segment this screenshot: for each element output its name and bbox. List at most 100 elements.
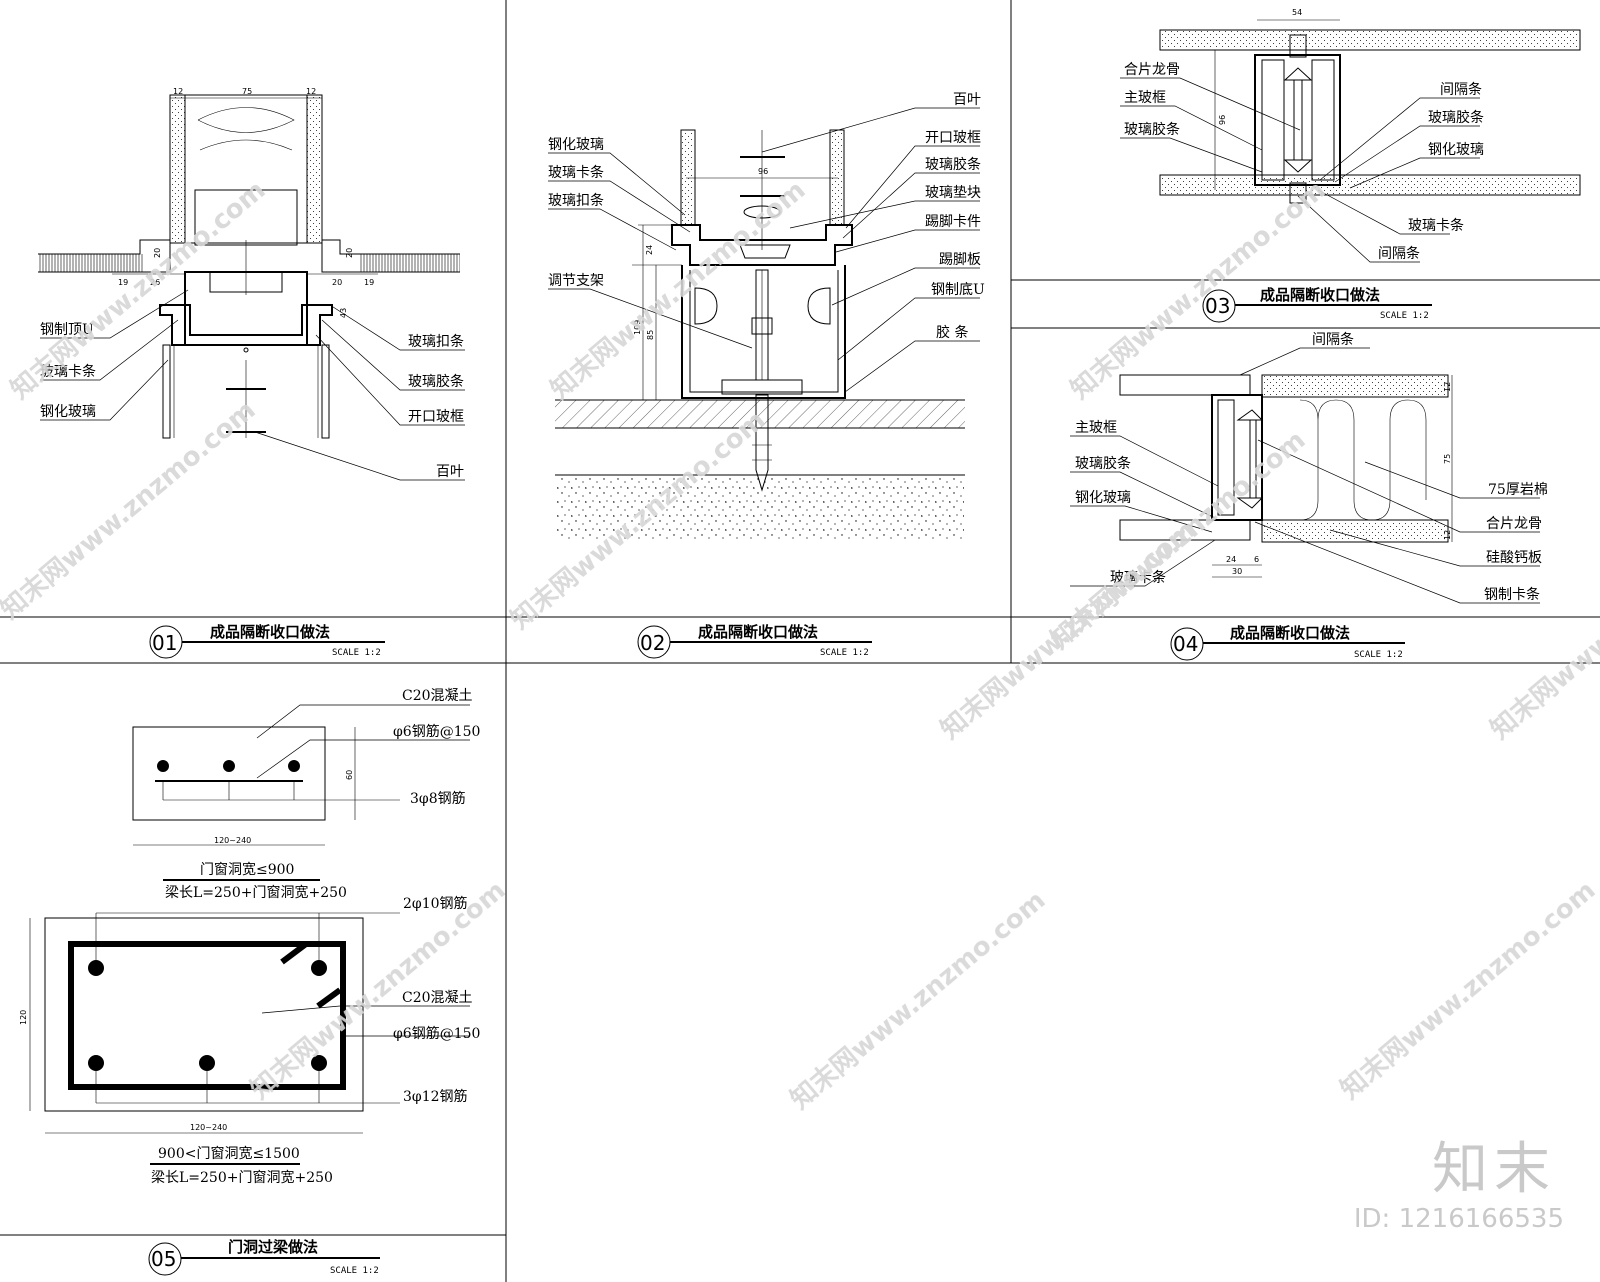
p04-number: 04 xyxy=(1173,632,1198,656)
p03-label-7: 玻璃卡条 xyxy=(1408,217,1464,234)
p03-dim-1: 54 xyxy=(1292,8,1302,17)
p03-label-8: 间隔条 xyxy=(1378,245,1420,262)
p05-b2-caption-2: 梁长L=250+门窗洞宽+250 xyxy=(151,1169,333,1186)
p04-label-5: 75厚岩棉 xyxy=(1488,481,1548,498)
p02-label-6: 玻璃扣条 xyxy=(548,192,604,209)
p05-b1-label-2: φ6钢筋@150 xyxy=(393,723,480,740)
p01-label-4: 玻璃扣条 xyxy=(408,333,464,350)
p03-label-3: 玻璃胶条 xyxy=(1124,121,1180,138)
watermark-text: 知末网www.znzmo.com xyxy=(785,885,1051,1115)
p04-dim-1: 12 xyxy=(1443,382,1452,392)
brand-logo: 知末 xyxy=(1432,1137,1556,1202)
p01-dim-4: 20 xyxy=(153,248,162,258)
p03-label-4: 间隔条 xyxy=(1440,81,1482,98)
p04-dim-3: 12 xyxy=(1443,530,1452,540)
p02-dim-2: 24 xyxy=(645,245,654,255)
p01-dim-2: 75 xyxy=(242,87,252,96)
p01-dim-10: 43 xyxy=(339,308,348,318)
p04-label-6: 合片龙骨 xyxy=(1486,516,1542,532)
p02-number: 02 xyxy=(640,631,665,655)
p01-label-2: 玻璃卡条 xyxy=(40,363,96,380)
p05-b2-label-3: φ6钢筋@150 xyxy=(393,1025,480,1042)
p04-dim-2: 75 xyxy=(1443,454,1452,464)
p02-dim-4: 85 xyxy=(646,330,655,340)
p03-label-6: 钢化玻璃 xyxy=(1428,141,1484,158)
p04-label-7: 硅酸钙板 xyxy=(1486,550,1542,566)
p04-label-4: 钢化玻璃 xyxy=(1075,489,1131,506)
p01-dim-3: 12 xyxy=(306,87,316,96)
p03-scale: SCALE 1:2 xyxy=(1380,311,1429,321)
p02-label-1: 百叶 xyxy=(953,92,981,108)
p05-b1-label-3: 3φ8钢筋 xyxy=(410,790,466,807)
p02-title: 成品隔断收口做法 xyxy=(698,623,818,641)
p02-scale: SCALE 1:2 xyxy=(820,648,869,658)
p05-b1-caption-1: 门窗洞宽≤900 xyxy=(200,861,294,878)
image-id: ID: 1216166535 xyxy=(1353,1204,1564,1234)
p05-b1-label-1: C20混凝土 xyxy=(402,688,473,704)
p04-label-2: 主玻框 xyxy=(1075,420,1117,436)
p01-number: 01 xyxy=(152,631,177,655)
p04-title: 成品隔断收口做法 xyxy=(1230,624,1350,642)
p01-dim-6: 19 xyxy=(118,278,128,287)
p02-label-9: 调节支架 xyxy=(548,273,604,289)
detail-04: 12 75 12 24 6 30 间隔条 主玻框 玻璃胶条 钢化玻璃 75厚岩棉… xyxy=(1070,331,1548,661)
p05-b2-dim-2: 120~240 xyxy=(190,1123,227,1132)
p05-b1-dim-2: 120~240 xyxy=(214,836,251,845)
p03-dim-2: 96 xyxy=(1218,115,1227,125)
watermark-layer: 知末网www.znzmo.com 知末网www.znzmo.com 知末网www… xyxy=(0,175,1600,1115)
p05-number: 05 xyxy=(151,1247,176,1271)
p02-label-10: 踢脚板 xyxy=(939,252,981,268)
p03-label-2: 主玻框 xyxy=(1124,90,1166,106)
p01-dim-8: 20 xyxy=(332,278,342,287)
p05-b2-label-2: C20混凝土 xyxy=(402,990,473,1006)
p02-label-11: 钢制底U xyxy=(931,282,985,298)
p01-dim-5: 20 xyxy=(345,248,354,258)
p04-dim-5: 6 xyxy=(1254,555,1259,564)
p01-label-1: 钢制顶U xyxy=(40,322,94,338)
p01-label-3: 钢化玻璃 xyxy=(40,403,96,420)
p04-scale: SCALE 1:2 xyxy=(1354,650,1403,660)
p01-scale: SCALE 1:2 xyxy=(332,648,381,658)
p04-label-9: 钢制卡条 xyxy=(1484,586,1540,603)
p04-label-8: 玻璃卡条 xyxy=(1110,569,1166,586)
watermark-text: 知末网www.znzmo.com xyxy=(5,175,271,405)
p01-label-6: 开口玻框 xyxy=(408,409,464,425)
watermark-text: 知末网www.znzmo.com xyxy=(0,395,261,625)
watermark-text: 知末网www.znzmo.com xyxy=(935,515,1201,745)
p02-label-2: 钢化玻璃 xyxy=(548,136,604,153)
p02-label-5: 玻璃胶条 xyxy=(925,156,981,173)
p01-title: 成品隔断收口做法 xyxy=(210,623,330,641)
p01-dim-1: 12 xyxy=(173,87,183,96)
p03-label-5: 玻璃胶条 xyxy=(1428,109,1484,126)
p04-dim-4: 24 xyxy=(1226,555,1236,564)
detail-01: 12 75 12 20 20 19 26 20 19 43 钢制顶U 玻璃卡条 … xyxy=(38,87,465,659)
p02-dim-3: 109 xyxy=(633,320,642,335)
p02-label-3: 开口玻框 xyxy=(925,130,981,146)
p02-label-4: 玻璃卡条 xyxy=(548,164,604,181)
p02-label-8: 踢脚卡件 xyxy=(925,214,981,230)
p03-title: 成品隔断收口做法 xyxy=(1260,286,1380,304)
p01-dim-7: 26 xyxy=(150,278,160,287)
p04-dim-6: 30 xyxy=(1232,567,1242,576)
p05-b2-dim-1: 120 xyxy=(19,1010,28,1025)
p05-scale: SCALE 1:2 xyxy=(330,1266,379,1276)
p03-label-1: 合片龙骨 xyxy=(1124,62,1180,78)
p01-label-5: 玻璃胶条 xyxy=(408,373,464,390)
p05-title: 门洞过梁做法 xyxy=(228,1238,318,1256)
p02-dim-1: 96 xyxy=(758,167,768,176)
p03-number: 03 xyxy=(1205,294,1230,318)
p05-b1-caption-2: 梁长L=250+门窗洞宽+250 xyxy=(165,884,347,901)
detail-03: 54 96 合片龙骨 主玻框 玻璃胶条 间隔条 玻璃胶条 钢化玻璃 玻璃卡条 间… xyxy=(1120,8,1581,323)
watermark-text: 知末网www.znzmo.com xyxy=(1335,875,1600,1105)
p02-label-7: 玻璃垫块 xyxy=(925,184,981,201)
p05-b2-label-4: 3φ12钢筋 xyxy=(403,1088,468,1105)
p04-label-3: 玻璃胶条 xyxy=(1075,455,1131,472)
detail-02: 96 24 109 85 xyxy=(548,92,985,659)
p04-label-1: 间隔条 xyxy=(1312,331,1354,348)
p02-label-12: 胶 条 xyxy=(936,324,968,341)
p05-b1-dim-1: 60 xyxy=(345,770,354,780)
p01-label-7: 百叶 xyxy=(436,464,464,480)
p05-b2-caption-1: 900<门窗洞宽≤1500 xyxy=(158,1145,300,1162)
detail-05: 60 120~240 C20混凝土 φ6钢筋@150 3φ8钢筋 门窗洞宽≤90… xyxy=(19,688,480,1276)
